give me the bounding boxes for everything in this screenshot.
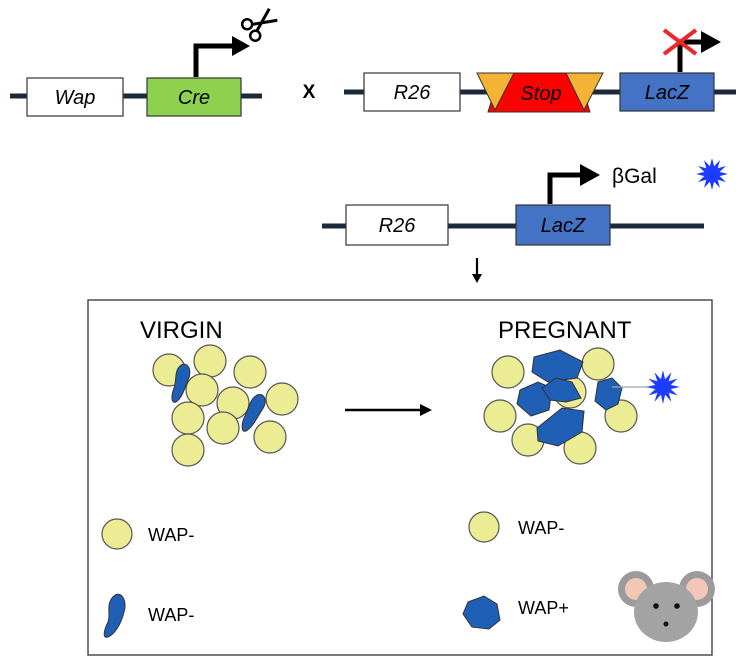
wap-positive-cell xyxy=(541,377,582,403)
transition-arrowhead xyxy=(420,404,432,416)
cre-label: Cre xyxy=(178,87,210,109)
lacz-label-top: LacZ xyxy=(645,82,690,104)
r26-label-top: R26 xyxy=(394,82,432,104)
stop-label: Stop xyxy=(520,83,561,105)
wap-negative-cell xyxy=(171,433,205,467)
pregnant-title: PREGNANT xyxy=(498,317,632,344)
wap-label: Wap xyxy=(55,87,96,109)
bgal-label: βGal xyxy=(612,165,657,188)
legend-label: WAP- xyxy=(148,525,194,545)
wap-positive-cell xyxy=(536,407,585,447)
wap-negative-cell xyxy=(483,399,517,433)
blocked-cross-icon xyxy=(662,28,698,56)
lacz-box-bottom xyxy=(515,204,611,246)
wap-negative-cell xyxy=(581,347,615,381)
r26-stop-lacz-construct: R26 Stop LacZ xyxy=(344,28,736,113)
legend-label: WAP- xyxy=(518,518,564,538)
legend-elongated-cell xyxy=(103,593,126,638)
lacz-arrowhead-blocked xyxy=(701,31,721,53)
down-arrow xyxy=(472,258,482,283)
starburst-icon xyxy=(696,158,728,190)
legend-blue-cell xyxy=(462,595,501,630)
lacz-arrowhead xyxy=(580,164,600,186)
wap-positive-cell xyxy=(594,377,623,411)
elongated-cell xyxy=(241,393,266,432)
mouse-icon xyxy=(618,571,715,642)
recombined-construct: R26 LacZ βGal xyxy=(322,158,728,246)
wap-cre-construct: Wap Cre xyxy=(10,8,278,117)
lacz-label-bottom: LacZ xyxy=(541,215,586,237)
r26-label-bottom: R26 xyxy=(379,215,417,237)
wap-negative-cell xyxy=(193,344,227,378)
cross-symbol: X xyxy=(303,82,316,103)
cre-box xyxy=(146,77,242,117)
wap-positive-cell xyxy=(531,349,584,383)
legend-left: WAP- WAP- xyxy=(101,518,194,638)
wap-negative-cell xyxy=(171,401,205,435)
legend-label: WAP+ xyxy=(518,598,569,618)
legend-round-cell xyxy=(468,511,500,543)
pregnant-cell-cluster xyxy=(483,347,638,465)
legend-round-cell xyxy=(101,518,133,550)
loxp-site-right xyxy=(565,72,604,112)
lacz-box-top xyxy=(619,72,715,112)
r26-box-top xyxy=(363,72,461,112)
wap-negative-cell xyxy=(206,411,240,445)
wap-negative-cell xyxy=(604,399,638,433)
wap-negative-cell xyxy=(253,420,287,454)
loxp-site-left xyxy=(476,72,515,112)
wap-negative-cell xyxy=(265,382,299,416)
legend-label: WAP- xyxy=(148,605,194,625)
cell-panel: VIRGIN PREGNANT WAP- WAP- WAP- WAP+ xyxy=(87,299,715,656)
wap-negative-cell xyxy=(233,355,267,389)
virgin-cell-cluster xyxy=(152,344,299,467)
panel-frame xyxy=(87,299,713,656)
cre-transcription-arrow xyxy=(193,43,233,77)
virgin-title: VIRGIN xyxy=(140,317,223,344)
cre-arrowhead xyxy=(232,36,250,56)
starburst-icon xyxy=(646,370,680,404)
wap-negative-cell xyxy=(491,355,525,389)
wap-negative-cell xyxy=(185,373,219,407)
wap-promoter-box xyxy=(26,77,124,117)
elongated-cell xyxy=(171,363,191,403)
scissors-icon xyxy=(240,8,278,42)
lacz-transcription-arrow xyxy=(547,172,582,204)
r26-box-bottom xyxy=(345,204,449,246)
legend-right: WAP- WAP+ xyxy=(462,511,569,630)
